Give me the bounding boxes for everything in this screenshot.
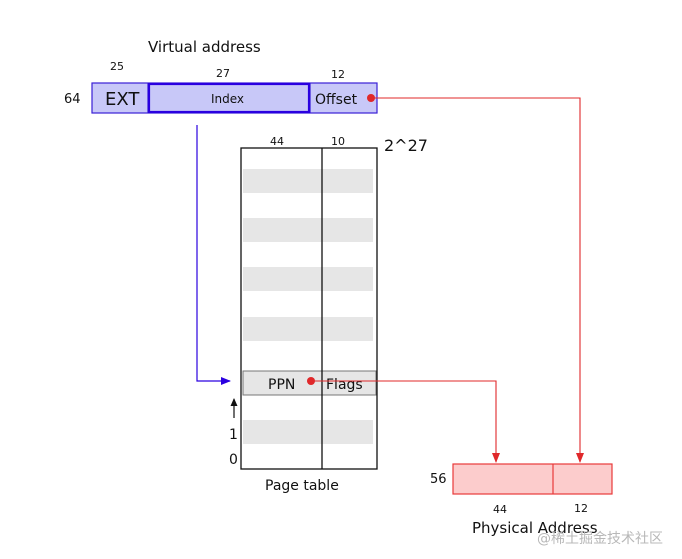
- physical-ppn-bits: 44: [493, 503, 507, 516]
- ext-field-label: EXT: [105, 89, 140, 110]
- ppn-column-bits: 44: [270, 135, 284, 148]
- table-row-stripe: [243, 317, 373, 341]
- virtual-address-title: Virtual address: [148, 38, 261, 56]
- offset-arrow-origin-dot: [367, 94, 375, 102]
- index-to-entry-arrow: [196, 125, 231, 385]
- index-field-highlight: [147, 82, 311, 114]
- ppn-label: PPN: [268, 377, 295, 393]
- table-row-stripe: [243, 169, 373, 193]
- table-row-stripe: [243, 420, 373, 444]
- page-table-caption: Page table: [265, 478, 339, 494]
- offset-to-physical-arrow: [371, 97, 584, 463]
- row-label-zero: 0: [229, 452, 238, 468]
- index-field-label: Index: [211, 92, 244, 106]
- ext-bits-label: 25: [110, 60, 124, 73]
- page-table-outline: [240, 147, 378, 470]
- virtual-address-total-bits: 64: [64, 92, 81, 107]
- physical-address-title: Physical Address: [472, 519, 598, 537]
- table-row-stripe: [243, 218, 373, 242]
- ppn-arrow-origin-dot: [307, 377, 315, 385]
- table-row-stripe: [243, 267, 373, 291]
- watermark: @稀土掘金技术社区: [537, 531, 663, 547]
- physical-address-bar: [452, 463, 613, 495]
- ppn-to-physical-arrow: [311, 380, 500, 463]
- flags-column-bits: 10: [331, 135, 345, 148]
- offset-bits-label: 12: [331, 68, 345, 81]
- physical-address-total-bits: 56: [430, 472, 447, 487]
- row-label-one: 1: [229, 427, 238, 443]
- virtual-address-bar: [91, 82, 378, 114]
- offset-field-label: Offset: [315, 92, 358, 108]
- physical-offset-bits: 12: [574, 502, 588, 515]
- page-table-entry-count: 2^27: [384, 136, 428, 155]
- flags-label: Flags: [326, 377, 363, 393]
- index-bits-label: 27: [216, 67, 230, 80]
